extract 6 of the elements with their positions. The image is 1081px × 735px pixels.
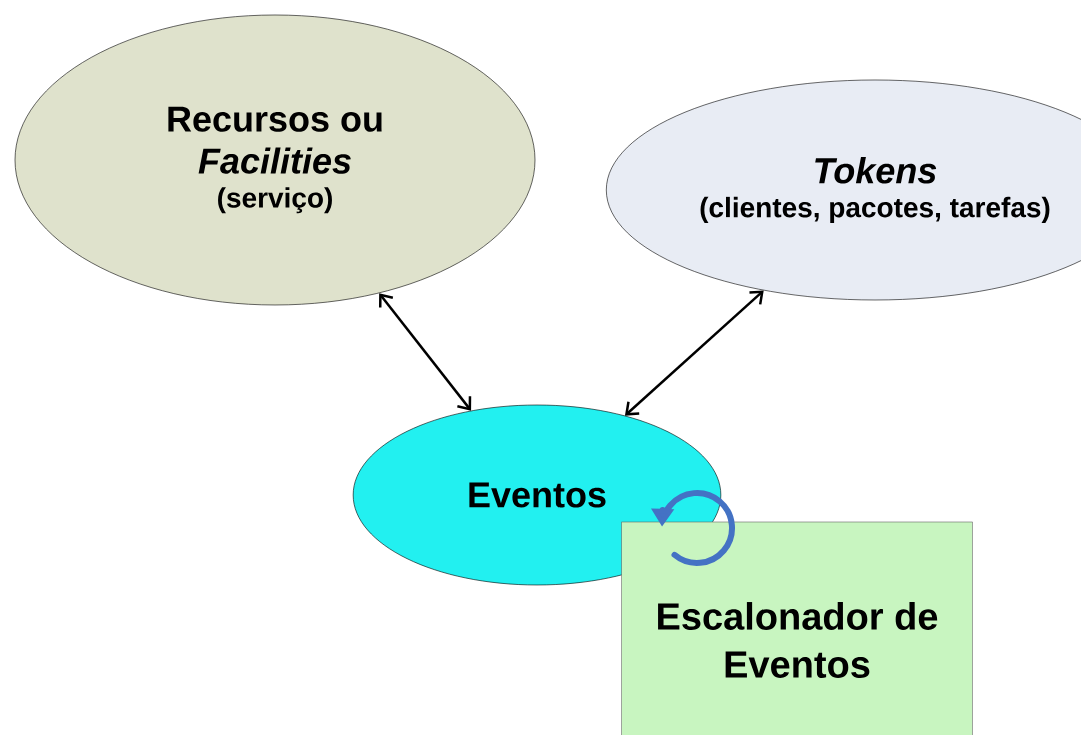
double-arrow xyxy=(379,293,472,411)
ellipse-node: Tokens (clientes, pacotes, tarefas) xyxy=(606,79,1081,301)
ellipse-node: Eventos xyxy=(352,404,722,586)
ellipse-node: Recursos ou Facilities (serviço) xyxy=(14,14,536,306)
double-arrow xyxy=(624,290,764,416)
process-box: Escalonador de Eventos xyxy=(621,521,973,735)
